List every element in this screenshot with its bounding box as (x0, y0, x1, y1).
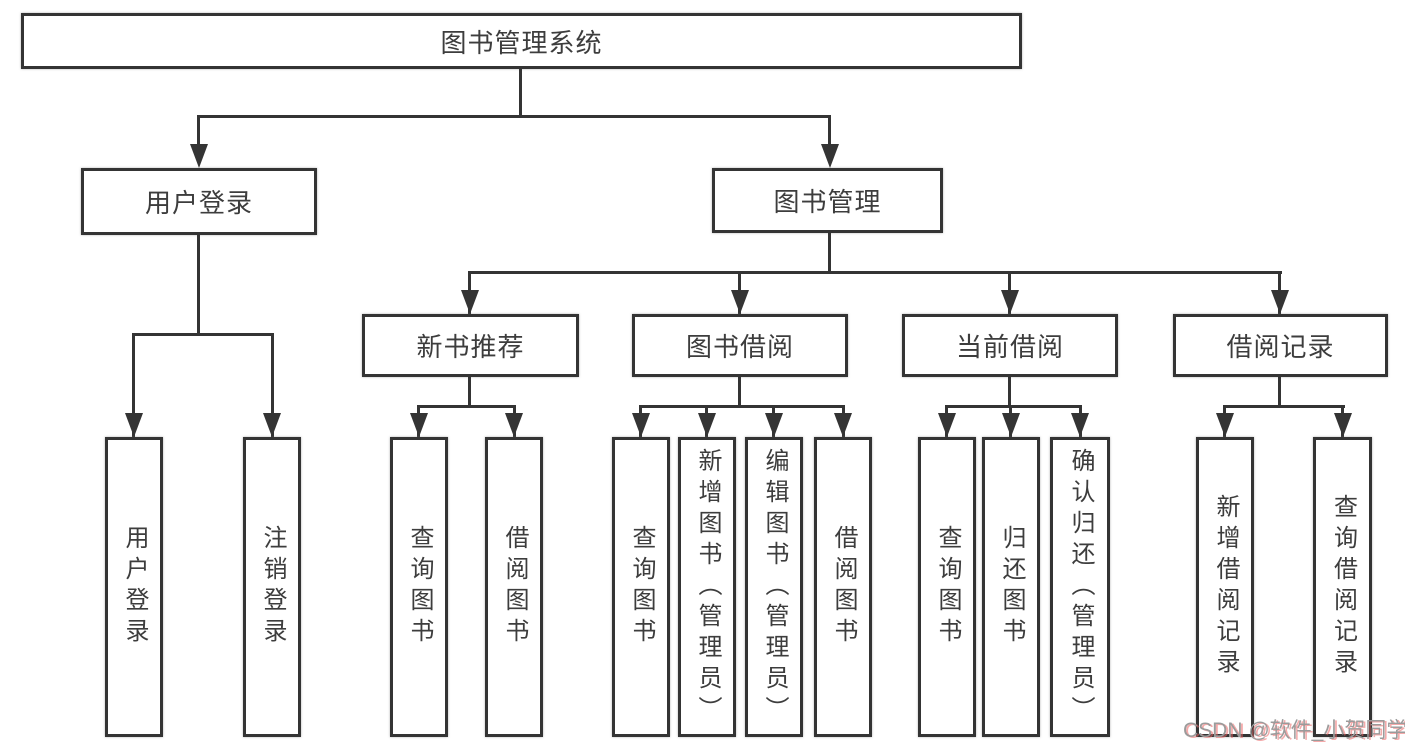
node-label: 确认归还（管理员） (1067, 447, 1094, 727)
node-label: 归还图书 (998, 525, 1025, 649)
node-bb-borrow-books: 借阅图书 (814, 437, 872, 737)
node-label: 新增借阅记录 (1212, 494, 1239, 680)
arrow-down-nb-query (410, 413, 428, 437)
arrow-down-cb-confirm (1071, 413, 1089, 437)
connector-root-split (197, 115, 831, 118)
node-library-system: 图书管理系统 (21, 13, 1022, 69)
connector-current-borrow-stem (1008, 377, 1011, 408)
node-user-login: 用户登录 (81, 168, 317, 235)
node-label: 图书借阅 (685, 332, 794, 362)
node-label: 查询借阅记录 (1329, 494, 1357, 680)
connector-user-login-stem (197, 234, 200, 336)
node-label: 查询图书 (406, 525, 433, 649)
arrow-down-br-query (1334, 413, 1352, 437)
connector-drop-logout-leaf (271, 333, 274, 437)
arrow-down-bb-edit (765, 413, 783, 437)
node-borrowing-records: 借阅记录 (1173, 314, 1388, 377)
node-current-borrowing: 当前借阅 (902, 314, 1118, 377)
node-label: 借阅图书 (830, 525, 857, 649)
connector-drop-login-leaf (132, 333, 135, 437)
node-label: 注销登录 (259, 525, 286, 649)
connector-book-borrow-split (639, 405, 845, 408)
node-label: 查询图书 (628, 525, 655, 649)
node-br-query-record: 查询借阅记录 (1313, 437, 1372, 737)
arrow-down-nb-borrow (505, 413, 523, 437)
arrow-down-book-borrow (731, 290, 749, 314)
connector-book-borrow-stem (738, 377, 741, 408)
arrow-down-user-login (190, 144, 208, 168)
arrow-down-login-leaf (125, 413, 143, 437)
arrow-down-book-management (821, 144, 839, 168)
arrow-down-new-book (461, 290, 479, 314)
arrow-down-cb-return (1002, 413, 1020, 437)
node-label: 新增图书（管理员） (694, 447, 721, 727)
node-label: 当前借阅 (955, 332, 1064, 362)
node-book-borrowing: 图书借阅 (632, 314, 848, 377)
connector-new-book-stem (468, 377, 471, 408)
watermark: CSDN @软件_小贺同学 (1183, 719, 1405, 742)
node-label: 编辑图书（管理员） (761, 447, 788, 727)
connector-root-stem (519, 68, 522, 118)
node-nb-borrow-books: 借阅图书 (485, 437, 543, 737)
node-label: 查询图书 (934, 525, 961, 649)
node-bb-query-books: 查询图书 (612, 437, 670, 737)
node-cb-query-books: 查询图书 (918, 437, 976, 737)
connector-book-mgmt-stem (828, 231, 831, 274)
node-cb-return-books: 归还图书 (982, 437, 1040, 737)
node-br-add-record: 新增借阅记录 (1196, 437, 1254, 737)
node-nb-query-books: 查询图书 (390, 437, 448, 737)
node-label: 借阅图书 (501, 525, 528, 649)
node-label: 借阅记录 (1226, 332, 1335, 362)
node-bb-add-books-admin: 新增图书（管理员） (678, 437, 736, 737)
node-book-management: 图书管理 (712, 168, 943, 233)
arrow-down-current-borrow (1001, 290, 1019, 314)
node-label: 新书推荐 (416, 332, 525, 362)
connector-user-login-split (132, 333, 274, 336)
arrow-down-bb-query (632, 413, 650, 437)
connector-book-mgmt-split (468, 271, 1282, 274)
arrow-down-logout-leaf (263, 413, 281, 437)
connector-drop-book-management (828, 115, 831, 150)
node-cb-confirm-return-admin: 确认归还（管理员） (1050, 437, 1110, 737)
connector-drop-user-login (197, 115, 200, 150)
node-label: 用户登录 (144, 188, 253, 218)
node-bb-edit-books-admin: 编辑图书（管理员） (745, 437, 803, 737)
arrow-down-bb-add (698, 413, 716, 437)
connector-borrow-record-stem (1278, 377, 1281, 408)
node-new-book-recommend: 新书推荐 (362, 314, 579, 377)
arrow-down-cb-query (938, 413, 956, 437)
arrow-down-bb-borrow (834, 413, 852, 437)
node-user-login-leaf: 用户登录 (105, 437, 163, 737)
connector-current-borrow-split (945, 405, 1082, 408)
node-label: 用户登录 (121, 525, 148, 649)
node-logout-leaf: 注销登录 (243, 437, 301, 737)
connector-borrow-record-split (1223, 405, 1345, 408)
arrow-down-br-add (1216, 413, 1234, 437)
connector-new-book-split (417, 405, 516, 408)
node-label: 图书管理 (773, 187, 882, 217)
node-label: 图书管理系统 (440, 27, 603, 58)
arrow-down-borrow-record (1271, 290, 1289, 314)
